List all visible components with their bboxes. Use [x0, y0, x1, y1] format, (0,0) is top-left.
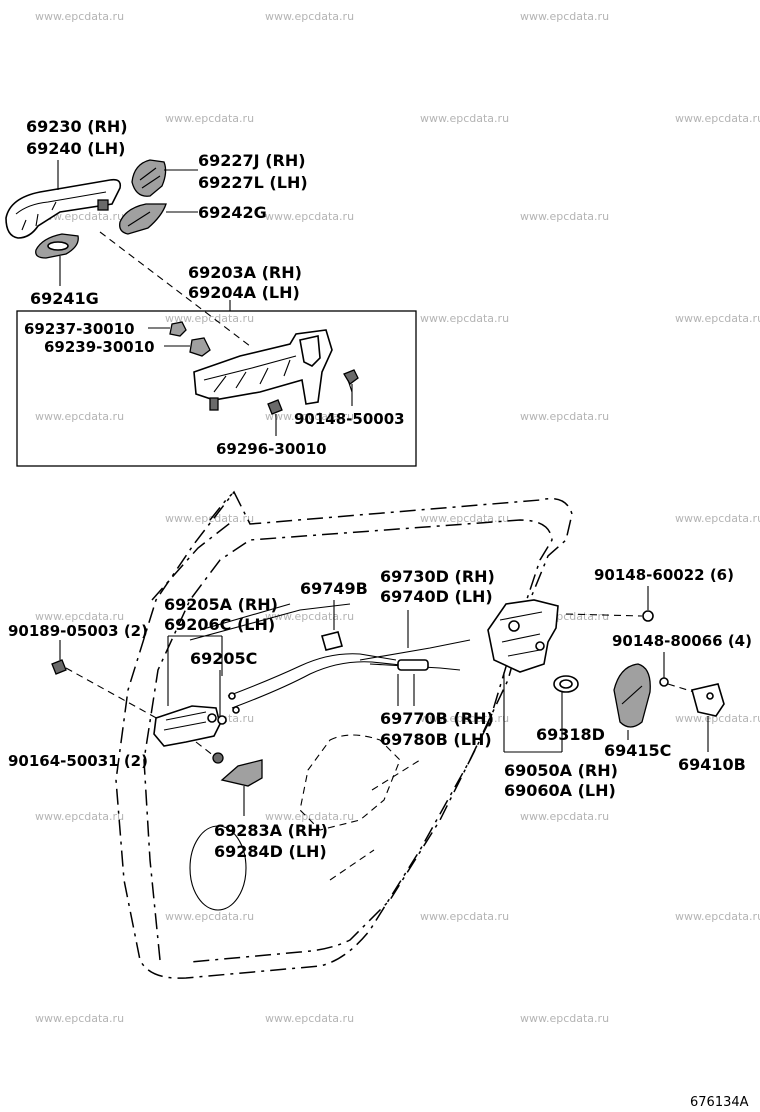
watermark: www.epcdata.ru	[265, 410, 354, 423]
inside-handle-cables[interactable]	[227, 639, 471, 714]
screw-90148-80066-part[interactable]	[659, 677, 669, 687]
watermark: www.epcdata.ru	[520, 1012, 609, 1025]
watermark: www.epcdata.ru	[265, 810, 354, 823]
screw-90148-60022-part[interactable]	[642, 610, 654, 622]
label-69770b[interactable]: 69770B (RH)	[380, 709, 494, 728]
diagram-reference-code: 676134A	[690, 1095, 749, 1110]
watermark: www.epcdata.ru	[420, 910, 509, 923]
watermark: www.epcdata.ru	[165, 312, 254, 325]
label-69230[interactable]: 69230 (RH)	[26, 117, 128, 136]
handle-frame-part[interactable]	[193, 329, 333, 411]
watermark: www.epcdata.ru	[265, 10, 354, 23]
label-69296[interactable]: 69296-30010	[216, 440, 327, 458]
label-90148-80066[interactable]: 90148-80066 (4)	[612, 632, 752, 650]
label-69284d[interactable]: 69284D (LH)	[214, 842, 327, 861]
bezel-part[interactable]	[220, 759, 263, 787]
watermark: www.epcdata.ru	[420, 712, 509, 725]
handle-pad-69241g-part[interactable]	[35, 233, 79, 259]
label-69205c[interactable]: 69205C	[190, 649, 257, 668]
assembly-dash-line	[65, 667, 161, 721]
watermark: www.epcdata.ru	[520, 10, 609, 23]
watermark: www.epcdata.ru	[420, 512, 509, 525]
watermark: www.epcdata.ru	[35, 410, 124, 423]
watermark: www.epcdata.ru	[520, 810, 609, 823]
watermark: www.epcdata.ru	[420, 312, 509, 325]
label-69415c[interactable]: 69415C	[604, 741, 671, 760]
watermark: www.epcdata.ru	[165, 112, 254, 125]
label-69203a[interactable]: 69203A (RH)	[188, 263, 302, 282]
seal-69239-part[interactable]	[189, 337, 211, 357]
label-69060a[interactable]: 69060A (LH)	[504, 781, 616, 800]
watermark: www.epcdata.ru	[35, 10, 124, 23]
screw-90148-50003-part[interactable]	[343, 369, 359, 393]
assembly-dash-line	[667, 683, 695, 693]
watermark: www.epcdata.ru	[520, 410, 609, 423]
watermark: www.epcdata.ru	[675, 112, 760, 125]
watermark: www.epcdata.ru	[675, 910, 760, 923]
inside-handle-part[interactable]	[153, 705, 221, 747]
striker-plate-69415c-part[interactable]	[613, 663, 651, 728]
handle-pad-69242g-part[interactable]	[119, 203, 167, 235]
assembly-dash-line	[99, 231, 251, 347]
part-labels: 69230 (RH) 69240 (LH) 69227J (RH) 69227L…	[8, 117, 752, 1110]
striker-69410b-part[interactable]	[691, 683, 725, 717]
watermark: www.epcdata.ru	[675, 712, 760, 725]
label-69240[interactable]: 69240 (LH)	[26, 139, 125, 158]
watermark: www.epcdata.ru	[35, 810, 124, 823]
assembly-dash-line	[195, 741, 215, 757]
label-69227l[interactable]: 69227L (LH)	[198, 173, 308, 192]
clip-69205c-part[interactable]	[217, 715, 227, 725]
label-69227j[interactable]: 69227J (RH)	[198, 151, 306, 170]
door-lock-assembly-part[interactable]	[487, 599, 559, 673]
screw-69296-part[interactable]	[267, 399, 283, 415]
label-69242g[interactable]: 69242G	[198, 203, 267, 222]
outside-handle-part[interactable]	[5, 178, 122, 239]
label-69730d[interactable]: 69730D (RH)	[380, 567, 495, 586]
label-90148-60022[interactable]: 90148-60022 (6)	[594, 566, 734, 584]
watermark: www.epcdata.ru	[420, 112, 509, 125]
door-outline	[115, 490, 573, 979]
label-69239[interactable]: 69239-30010	[44, 338, 155, 356]
label-69283a[interactable]: 69283A (RH)	[214, 821, 328, 840]
watermark: www.epcdata.ru	[675, 312, 760, 325]
label-69206c[interactable]: 69206C (LH)	[164, 615, 275, 634]
handle-cover-part[interactable]	[131, 159, 167, 197]
watermark: www.epcdata.ru	[35, 610, 124, 623]
watermark: www.epcdata.ru	[520, 210, 609, 223]
label-90164[interactable]: 90164-50031 (2)	[8, 752, 148, 770]
label-69204a[interactable]: 69204A (LH)	[188, 283, 300, 302]
watermark: www.epcdata.ru	[265, 210, 354, 223]
label-90148-50003[interactable]: 90148-50003	[294, 410, 405, 428]
label-69780b[interactable]: 69780B (LH)	[380, 730, 492, 749]
watermark: www.epcdata.ru	[265, 610, 354, 623]
door-inner-panel	[189, 603, 421, 911]
label-69205a[interactable]: 69205A (RH)	[164, 595, 278, 614]
watermark: www.epcdata.ru	[35, 1012, 124, 1025]
assembly-dash-line	[565, 613, 643, 617]
label-69740d[interactable]: 69740D (LH)	[380, 587, 493, 606]
bolt-90189-part[interactable]	[51, 659, 67, 675]
label-69318d[interactable]: 69318D	[536, 725, 605, 744]
label-69241g[interactable]: 69241G	[30, 289, 99, 308]
watermark: www.epcdata.ru	[675, 512, 760, 525]
label-69050a[interactable]: 69050A (RH)	[504, 761, 618, 780]
nut-69237-part[interactable]	[169, 321, 187, 337]
watermark: www.epcdata.ru	[265, 1012, 354, 1025]
screw-90164-part[interactable]	[212, 752, 224, 764]
watermark: www.epcdata.ru	[165, 910, 254, 923]
label-69237[interactable]: 69237-30010	[24, 320, 135, 338]
clamp-69749b-part[interactable]	[321, 631, 343, 651]
label-69410b[interactable]: 69410B	[678, 755, 746, 774]
label-90189[interactable]: 90189-05003 (2)	[8, 622, 148, 640]
watermark-layer: www.epcdata.ru www.epcdata.ru www.epcdat…	[35, 10, 760, 1025]
lock-cover-69318d-part[interactable]	[553, 675, 579, 693]
frame-group-box	[16, 310, 417, 467]
watermark: www.epcdata.ru	[165, 512, 254, 525]
label-69749b[interactable]: 69749B	[300, 579, 368, 598]
